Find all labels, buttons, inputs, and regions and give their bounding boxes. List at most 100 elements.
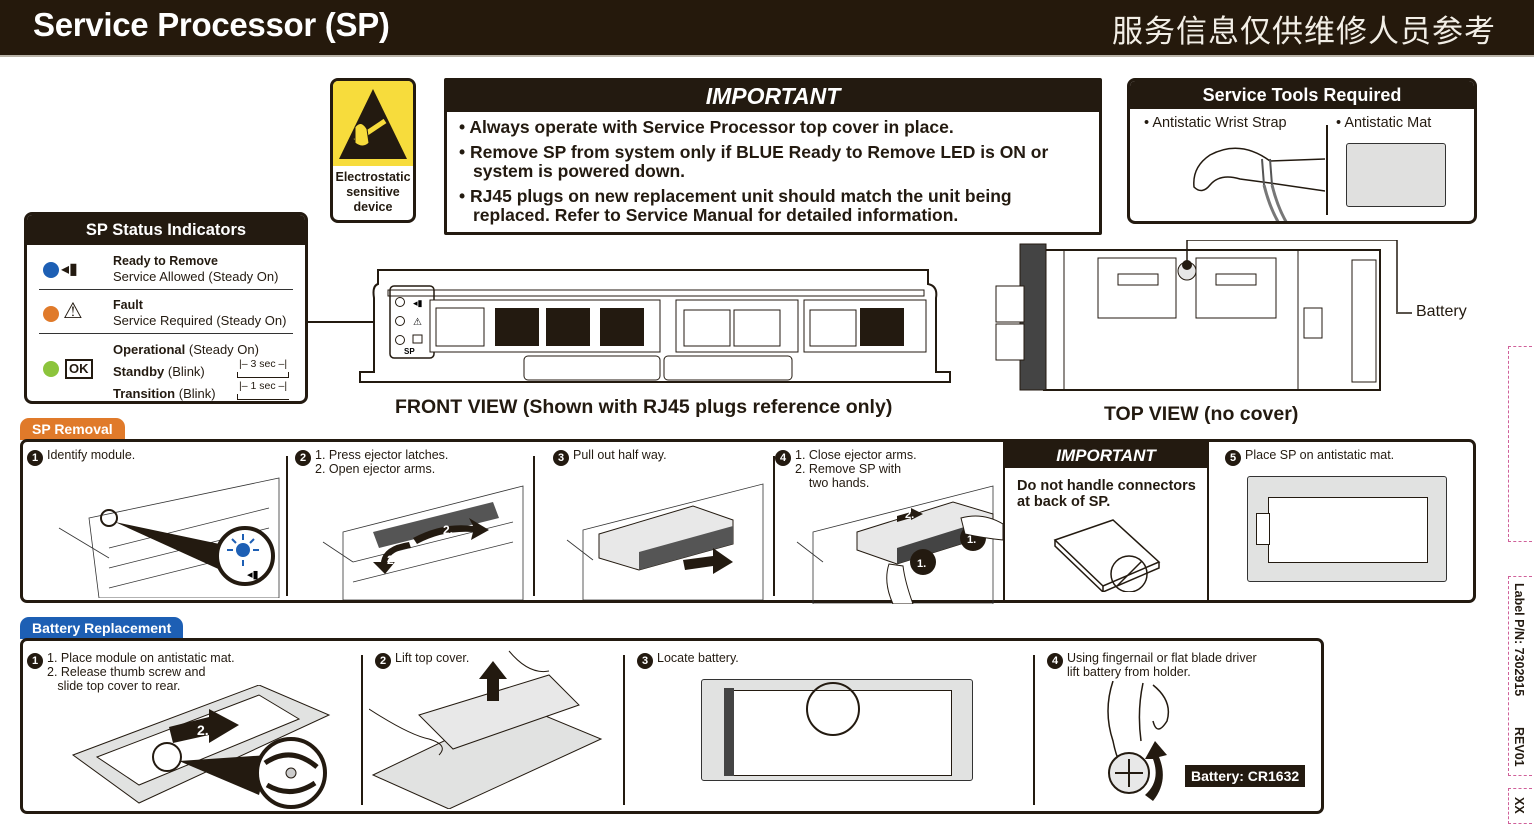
green-led-icon <box>43 361 59 377</box>
header-bar: Service Processor (SP) 服务信息仅供维修人员参考 <box>0 0 1534 57</box>
eject-latches-illustration: 2. 2. <box>322 485 524 600</box>
service-tools-panel: Service Tools Required • Antistatic Wris… <box>1127 78 1477 224</box>
status-indicators-panel: SP Status Indicators ◂▮ Ready to Remove … <box>24 212 308 404</box>
page-title: Service Processor (SP) <box>33 6 390 43</box>
tools-divider <box>1326 125 1328 215</box>
battery-callout-label: Battery <box>1416 303 1467 320</box>
step-divider <box>533 456 535 596</box>
blue-led-icon <box>43 262 59 278</box>
important-item: Always operate with Service Processor to… <box>459 118 1099 137</box>
status-indicators-title: SP Status Indicators <box>27 215 305 245</box>
status-row-ready: ◂▮ Ready to Remove Service Allowed (Stea… <box>39 245 293 290</box>
label-code: XX <box>1512 797 1526 814</box>
mode-label: Transition <box>113 386 176 401</box>
identify-module-illustration: ◂▮ <box>49 468 285 599</box>
battery-type-badge: Battery: CR1632 <box>1185 765 1306 787</box>
status-row-ok: OK Operational (Steady On) Standby (Blin… <box>39 334 293 401</box>
top-view-diagram <box>995 240 1398 391</box>
sp-on-mat-illustration <box>1247 476 1447 582</box>
label-info-box: Label P/N: 7302915 REV01 <box>1508 576 1532 776</box>
antistatic-mat-icon <box>1346 143 1446 207</box>
mode-detail: (Blink) <box>178 386 216 401</box>
wrist-strap-icon <box>1193 147 1325 221</box>
warning-triangle-icon: ⚠ <box>63 298 83 323</box>
service-notice-chinese: 服务信息仅供维修人员参考 <box>1112 14 1496 50</box>
lift-battery-illustration <box>1107 681 1170 801</box>
no-touch-connectors-icon <box>1053 519 1161 592</box>
status-label: Fault <box>113 298 143 312</box>
transition-timing: |– 1 sec –| <box>239 380 288 392</box>
label-part-number: Label P/N: 7302915 <box>1512 583 1526 697</box>
esd-text-line: Electrostatic <box>335 170 411 184</box>
important-title: IMPORTANT <box>447 81 1099 112</box>
standby-blink-waveform <box>237 372 289 378</box>
step-divider <box>361 655 363 805</box>
important-list: Always operate with Service Processor to… <box>447 112 1099 225</box>
status-detail: Service Allowed (Steady On) <box>113 269 279 284</box>
battery-replacement-tab: Battery Replacement <box>20 617 184 639</box>
svg-text:SP: SP <box>404 347 415 356</box>
mode-detail: (Steady On) <box>188 342 259 357</box>
transition-blink-waveform <box>237 394 289 400</box>
standby-timing: |– 3 sec –| <box>239 358 288 370</box>
step-divider <box>1207 468 1209 600</box>
orange-led-icon <box>43 306 59 322</box>
pull-out-illustration <box>566 483 764 600</box>
locate-battery-illustration <box>701 679 973 781</box>
front-view-caption: FRONT VIEW (Shown with RJ45 plugs refere… <box>395 396 893 418</box>
indicator-callout-line <box>308 321 388 323</box>
remove-sp-illustration: 2. 1. 1. <box>796 485 1003 604</box>
step-divider <box>773 456 775 596</box>
svg-text:1.: 1. <box>967 534 976 546</box>
svg-text:2.: 2. <box>443 523 453 537</box>
important-notice: IMPORTANT Always operate with Service Pr… <box>444 78 1102 235</box>
ok-icon: OK <box>65 359 93 379</box>
svg-text:2.: 2. <box>197 722 209 738</box>
tool-antistatic-mat: Antistatic Mat <box>1344 115 1432 131</box>
battery-location-circle <box>806 682 860 736</box>
blue-led-blinking-icon <box>236 543 250 557</box>
step-divider <box>1003 468 1005 600</box>
step-divider <box>623 655 625 805</box>
label-revision: REV01 <box>1512 727 1526 767</box>
status-row-fault: ⚠ Fault Service Required (Steady On) <box>39 290 293 334</box>
removal-important-title: IMPORTANT <box>1003 442 1209 468</box>
top-view-caption: TOP VIEW (no cover) <box>1104 403 1299 425</box>
step-divider <box>286 456 288 596</box>
step-divider <box>1033 655 1035 805</box>
sp-removal-tab: SP Removal <box>20 418 125 440</box>
svg-text:⚠: ⚠ <box>413 317 422 328</box>
front-view-diagram: ◂▮ ⚠ SP <box>359 269 951 383</box>
esd-text-line: sensitive <box>346 185 400 199</box>
lift-cover-illustration <box>369 650 603 809</box>
slide-cover-illustration: 2. <box>71 685 331 809</box>
svg-text:2.: 2. <box>905 509 914 521</box>
esd-text-line: device <box>353 200 393 214</box>
svg-text:2.: 2. <box>387 553 397 567</box>
esd-warning-icon <box>333 81 413 166</box>
important-item: RJ45 plugs on new replacement unit shoul… <box>459 187 1059 225</box>
important-item: Remove SP from system only if BLUE Ready… <box>459 143 1059 181</box>
mode-label: Operational <box>113 342 186 357</box>
svg-text:◂▮: ◂▮ <box>413 298 423 308</box>
tool-wrist-strap: Antistatic Wrist Strap <box>1152 115 1287 131</box>
service-tools-title: Service Tools Required <box>1130 81 1474 109</box>
status-detail: Service Required (Steady On) <box>113 313 287 328</box>
removal-important-text: Do not handle connectors at back of SP. <box>1017 478 1196 510</box>
mode-label: Standby <box>113 364 165 379</box>
esd-warning-label: Electrostatic sensitive device <box>330 78 416 223</box>
label-cutout-top <box>1508 346 1532 542</box>
status-label: Ready to Remove <box>113 254 218 268</box>
battery-callout-line <box>1396 312 1412 314</box>
label-code-box: XX <box>1508 788 1532 824</box>
svg-text:1.: 1. <box>917 558 926 570</box>
